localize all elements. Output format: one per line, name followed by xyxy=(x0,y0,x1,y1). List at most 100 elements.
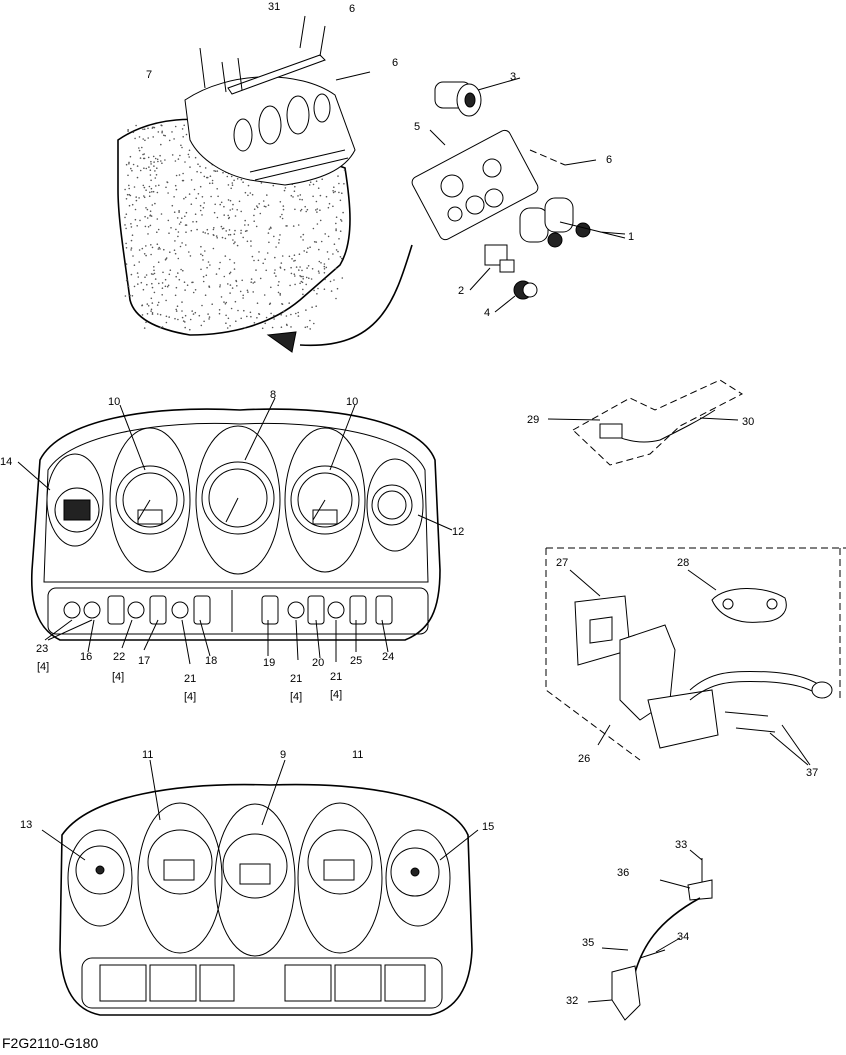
callout-21-qty: [4] xyxy=(330,689,342,701)
rocker-switches xyxy=(519,197,591,248)
gauge-left-small xyxy=(46,453,104,547)
plate-hole xyxy=(484,188,504,208)
panel-outline xyxy=(30,408,441,641)
callout-15: 15 xyxy=(482,821,494,833)
harness-kit xyxy=(547,379,744,466)
power-socket xyxy=(434,81,482,117)
callout-6: 6 xyxy=(349,3,355,15)
console-assembly xyxy=(117,15,413,353)
callout-31: 31 xyxy=(268,1,280,13)
callout-23-qty: [4] xyxy=(37,661,49,673)
callout-24: 24 xyxy=(382,651,394,663)
sensor-body xyxy=(647,689,719,749)
meter-panel-front xyxy=(17,397,453,665)
callout-9: 9 xyxy=(280,749,286,761)
indicator-lamp xyxy=(513,280,538,300)
switch-plate xyxy=(411,129,539,241)
rear-gauge-tach-2 xyxy=(297,802,383,954)
callout-5: 5 xyxy=(414,121,420,133)
callout-27: 27 xyxy=(556,557,568,569)
console-gauge xyxy=(233,118,253,152)
callout-6: 6 xyxy=(606,154,612,166)
rear-gauge-speed xyxy=(214,803,296,957)
console-gauge xyxy=(258,105,282,145)
panel-inner xyxy=(43,422,429,583)
callout-11: 11 xyxy=(352,749,363,761)
clip-36 xyxy=(687,879,713,901)
plate-hole xyxy=(465,195,485,215)
meter-panel-rear xyxy=(41,759,479,1016)
cable-connector xyxy=(811,681,833,699)
console-bracket xyxy=(227,54,326,95)
console-switch-strip xyxy=(249,149,349,181)
gauge-tach-right xyxy=(284,427,366,573)
kit-boundary xyxy=(545,547,846,761)
callout-21: 21 xyxy=(330,671,342,683)
rear-panel-outline xyxy=(59,783,473,1016)
callout-21: 21 xyxy=(290,673,302,685)
callout-22-qty: [4] xyxy=(112,671,124,683)
pin-34 xyxy=(639,949,666,959)
callout-26: 26 xyxy=(578,753,590,765)
callout-35: 35 xyxy=(582,937,594,949)
callout-33: 33 xyxy=(675,839,687,851)
harness-plug xyxy=(599,423,623,439)
callout-34: 34 xyxy=(677,931,689,943)
rear-leaders xyxy=(41,759,479,861)
callout-20: 20 xyxy=(312,657,324,669)
small-switch xyxy=(484,244,515,273)
harness-leaders xyxy=(547,417,739,421)
sensor-bracket-kit xyxy=(545,547,846,766)
callout-2: 2 xyxy=(458,285,464,297)
callout-3: 3 xyxy=(510,71,516,83)
callout-8: 8 xyxy=(270,389,276,401)
callout-4: 4 xyxy=(484,307,490,319)
callout-labels: 31 6 6 7 3 5 6 1 2 4 8 10 10 14 12 29 30… xyxy=(0,1,818,1051)
screws xyxy=(724,711,776,733)
assembly-arrow xyxy=(299,244,413,347)
screw-dash xyxy=(529,149,566,166)
callout-6: 6 xyxy=(392,57,398,69)
callout-21: 21 xyxy=(184,673,196,685)
callout-10: 10 xyxy=(108,396,120,408)
callout-11: 11 xyxy=(142,749,153,761)
gauge-tach-left xyxy=(109,427,191,573)
harness-box xyxy=(572,379,744,466)
rear-gauge-tach xyxy=(137,802,223,954)
arrow-head xyxy=(266,331,297,353)
switch-plate-parts xyxy=(335,71,626,313)
sender-leaders xyxy=(587,849,703,1003)
callout-12: 12 xyxy=(452,526,464,538)
switch-row xyxy=(47,587,429,635)
callout-22: 22 xyxy=(113,651,125,663)
callout-36: 36 xyxy=(617,867,629,879)
callout-25: 25 xyxy=(350,655,362,667)
callout-37: 37 xyxy=(806,767,818,779)
console-gauge xyxy=(286,95,310,135)
rod-35 xyxy=(631,897,701,986)
gauge-right-small xyxy=(366,458,424,552)
plate-hole xyxy=(447,206,463,222)
callout-32: 32 xyxy=(566,995,578,1007)
callout-21-qty: [4] xyxy=(184,691,196,703)
callout-13: 13 xyxy=(20,819,32,831)
screw-leader xyxy=(199,15,326,93)
callout-19: 19 xyxy=(263,657,275,669)
callout-1: 1 xyxy=(628,231,634,243)
gasket xyxy=(711,588,787,623)
gauge-speedometer xyxy=(195,425,281,575)
callout-28: 28 xyxy=(677,557,689,569)
callout-23: 23 xyxy=(36,643,48,655)
sender-32 xyxy=(611,965,641,1021)
callout-18: 18 xyxy=(205,655,217,667)
rear-switch-row xyxy=(81,957,443,1009)
callout-7: 7 xyxy=(146,69,152,81)
callout-10: 10 xyxy=(346,396,358,408)
callout-30: 30 xyxy=(742,416,754,428)
rear-gauge-left xyxy=(67,829,133,927)
figure-code: F2G2110-G180 xyxy=(2,1035,98,1051)
bracket-slot xyxy=(589,616,613,644)
bracket-leaders xyxy=(569,569,811,766)
callout-16: 16 xyxy=(80,651,92,663)
